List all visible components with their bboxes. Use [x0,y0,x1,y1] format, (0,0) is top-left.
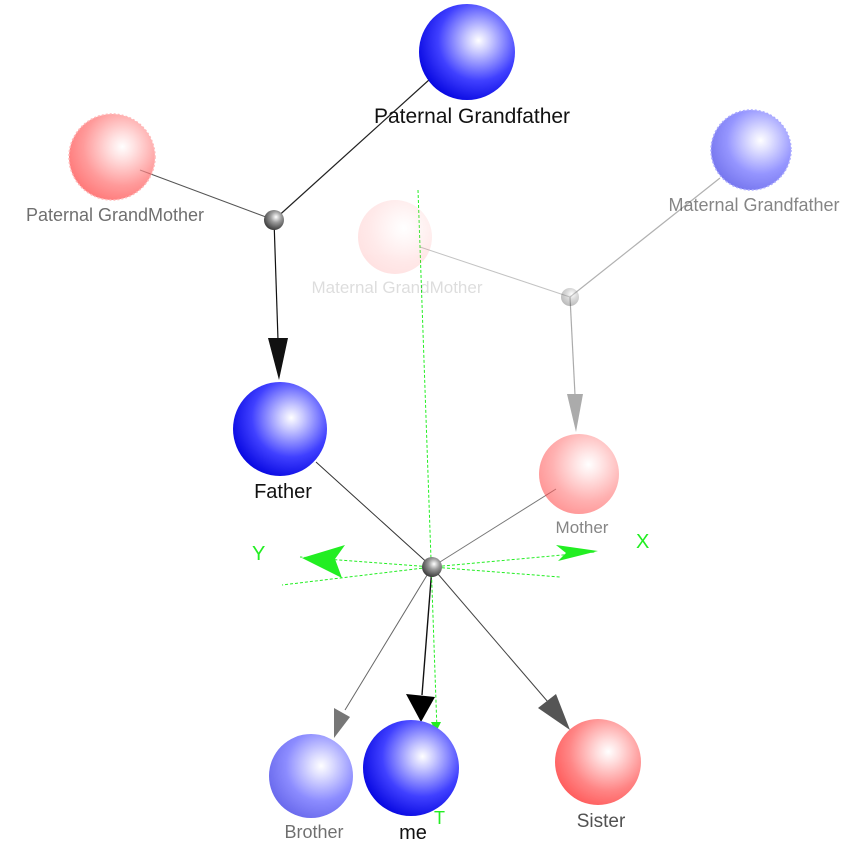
x-axis-arrowhead [556,545,598,561]
arrowhead-sister [538,694,570,730]
node-maternal-grandmother[interactable]: Maternal GrandMother [311,200,483,297]
paternal-grandfather-label: Paternal Grandfather [374,105,570,128]
edge-union-to-brother [344,566,433,711]
sister-label: Sister [577,811,626,832]
node-paternal-grandmother[interactable]: Paternal GrandMother [26,113,204,225]
edge-paternal-grandmother-to-union [139,169,275,221]
me-label: me [399,822,427,844]
maternal-union-junction[interactable] [561,288,579,306]
mother-sphere[interactable] [539,434,619,514]
y-axis-label: Y [252,543,265,565]
node-paternal-grandfather[interactable]: Paternal Grandfather [374,4,570,128]
t-axis-label: T [434,808,445,828]
edge-paternal-grandfather-to-union [273,69,441,221]
sister-sphere[interactable] [555,719,641,805]
father-sphere[interactable] [233,382,327,476]
t-axis-line [417,189,438,731]
arrowhead-brother [334,708,350,738]
edge-maternal-grandmother-to-union [419,246,571,298]
coordinate-axes: Y X T [252,189,649,828]
edge-father-to-union [315,461,433,568]
paternal-grandfather-sphere[interactable] [419,4,515,100]
x-axis-line-b [431,566,561,578]
node-brother[interactable]: Brother [269,734,353,842]
maternal-grandmother-label: Maternal GrandMother [311,278,482,297]
edge-union-to-sister [431,566,549,703]
arrowhead-me [406,694,435,722]
edges [139,69,721,738]
y-axis-arrowhead [302,545,345,578]
edge-union-to-me [421,566,433,696]
me-sphere[interactable] [363,720,459,816]
brother-sphere[interactable] [269,734,353,818]
node-sister[interactable]: Sister [555,719,641,832]
maternal-grandfather-sphere[interactable] [710,109,792,191]
arrowhead-mother [567,394,583,432]
father-label: Father [254,481,312,503]
paternal-union-junction[interactable] [264,210,284,230]
node-father[interactable]: Father [233,382,327,503]
edge-mother-to-union [431,488,557,568]
paternal-grandmother-sphere[interactable] [68,113,156,201]
brother-label: Brother [284,822,343,842]
node-maternal-grandfather[interactable]: Maternal Grandfather [668,109,840,215]
t-axis-arrowhead [431,722,441,732]
paternal-grandmother-label: Paternal GrandMother [26,205,204,225]
y-axis-line-b [281,566,433,586]
maternal-grandfather-label: Maternal Grandfather [668,195,839,215]
edge-maternal-grandfather-to-union [569,177,721,298]
mother-label: Mother [556,518,609,537]
edge-maternal-union-to-mother [569,296,576,396]
arrowhead-father [268,338,288,380]
node-mother[interactable]: Mother [539,434,619,537]
x-axis-label: X [636,531,649,553]
maternal-edges [419,177,721,432]
edge-paternal-union-to-father [273,219,279,341]
node-me[interactable]: me [363,720,459,844]
parents-union-junction[interactable] [422,557,442,577]
maternal-grandmother-sphere[interactable] [358,200,432,274]
